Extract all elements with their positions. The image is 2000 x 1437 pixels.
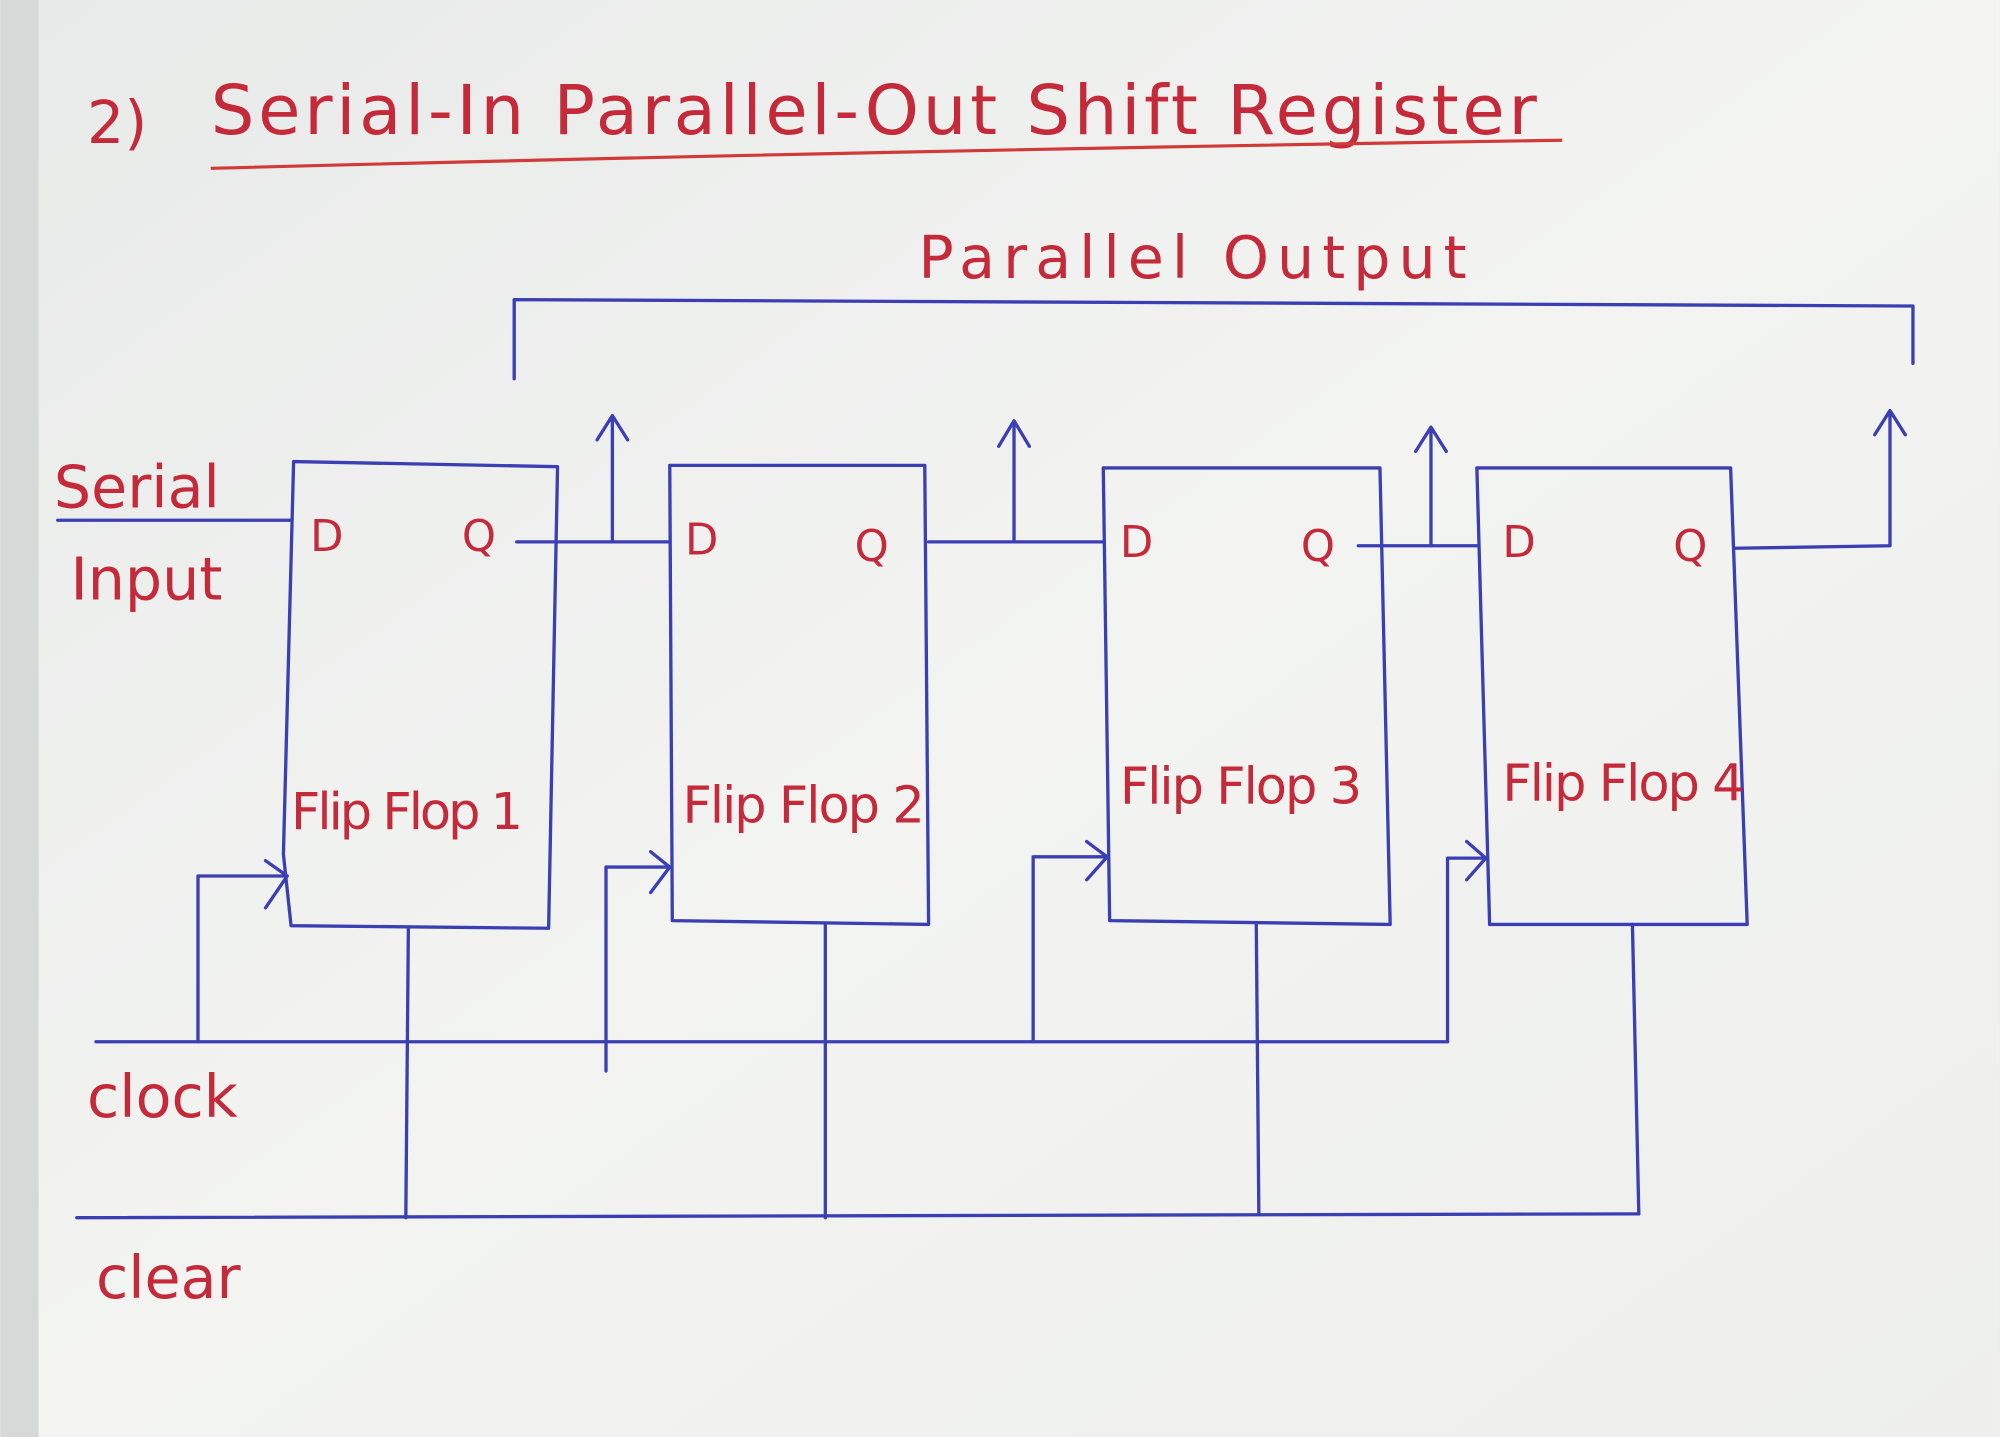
- ff1-d-label: D: [310, 512, 343, 562]
- ff3-q-label: Q: [1301, 522, 1335, 572]
- ff2-d-label: D: [685, 516, 718, 566]
- ff2-q-label: Q: [855, 522, 889, 572]
- ff2-label: Flip Flop 2: [683, 776, 925, 835]
- flip-flop-1: D Q Flip Flop 1: [281, 459, 560, 930]
- data-wires: [515, 408, 1907, 550]
- clock-label: clock: [87, 1063, 238, 1131]
- title-underline: [210, 138, 1563, 170]
- clear-line: [75, 1212, 1641, 1220]
- ff4-d-label: D: [1502, 518, 1535, 568]
- flip-flop-3: D Q Flip Flop 3: [1101, 466, 1392, 927]
- flip-flop-4: D Q Flip Flop 4: [1475, 466, 1749, 927]
- ff3-label: Flip Flop 3: [1120, 757, 1362, 816]
- flip-flop-2: D Q Flip Flop 2: [668, 463, 931, 927]
- ff1-label: Flip Flop 1: [291, 783, 523, 842]
- title-number: 2): [87, 89, 147, 157]
- ff4-label: Flip Flop 4: [1502, 755, 1744, 814]
- ff3-d-label: D: [1120, 518, 1153, 568]
- ff4-q-label: Q: [1673, 522, 1707, 572]
- serial-input-label-line2: Input: [70, 545, 222, 613]
- clear-taps: [404, 922, 1641, 1220]
- paper-edge-shadow: [0, 0, 39, 1437]
- serial-input-label-line1: Serial: [54, 453, 220, 521]
- ff1-q-label: Q: [462, 512, 496, 562]
- clock-taps: [196, 839, 1488, 1073]
- page-title: Serial-In Parallel-Out Shift Register: [211, 71, 1538, 151]
- clear-label: clear: [96, 1244, 242, 1312]
- parallel-output-bracket: [512, 297, 1915, 381]
